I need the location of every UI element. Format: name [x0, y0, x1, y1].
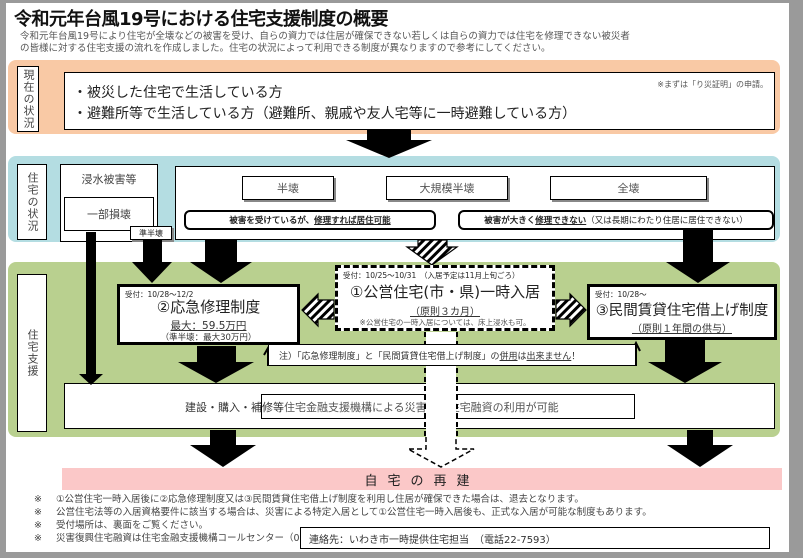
warning-text-d: 出来ません — [526, 351, 572, 362]
repairable-text-b: 修理すれば居住可能 — [314, 216, 391, 226]
category-total-damage: 全壊 — [550, 176, 707, 200]
footnote: ※ 災害復興住宅融資は住宅金融支援機構コールセンター（0120-086-353）へ… — [34, 532, 652, 545]
warning-text-c: は — [517, 351, 527, 362]
loan-info-box: 住宅金融支援機構による災害復興住宅融資の利用が可能 — [261, 394, 635, 419]
situation-line-2: ・避難所等で生活している方（避難所、親戚や友人宅等に一時避難している方） — [73, 106, 577, 122]
intro-text: 令和元年台風19号により住宅が全壊などの被害を受け、自らの資力では住居が確保でき… — [20, 31, 780, 55]
footnote: ※ 公営住宅法等の入居資格要件に該当する場合は、災害による特定入居として①公営住宅… — [34, 506, 652, 519]
footnote-mark: ※ — [34, 494, 42, 505]
home-rebuild-banner: 自宅の再建 — [62, 468, 782, 490]
unrepairable-condition: 被害が大きく修理できない（又は長期にわたり住居に居住できない） — [458, 210, 774, 230]
repair-system-name: ②応急修理制度 — [156, 298, 261, 316]
footnote-text: 災害復興住宅融資は住宅金融支援機構コールセンター（0120-086-353）へ。 — [56, 533, 390, 544]
rental-period: （原則１年間の供与） — [590, 320, 774, 335]
rental-reception-dates: 受付：10/28～ — [595, 290, 647, 299]
page-title: 令和元年台風19号における住宅支援制度の概要 — [14, 9, 389, 30]
footnote: ※ ①公営住宅一時入居後に②応急修理制度又は③民間賃貸住宅借上げ制度を利用し住居が… — [34, 493, 652, 506]
build-purchase-label: 建設・購入・補修等 — [185, 401, 284, 414]
warning-text-a: 注）「応急修理制度」と「民間賃貸住宅借上げ制度」の — [279, 351, 500, 362]
public-housing-period: （原則３カ月） — [410, 307, 480, 318]
repair-semi-amount: （準半壊：最大30万円） — [160, 333, 257, 343]
unrepairable-text-c: （又は長期にわたり住居に居住できない） — [586, 216, 748, 226]
rental-period-text: （原則１年間の供与） — [632, 324, 732, 335]
situation-line-1: ・被災した住宅で生活している方 — [73, 85, 283, 101]
build-purchase-box: 建設・購入・補修等 住宅金融支援機構による災害復興住宅融資の利用が可能 — [64, 383, 775, 429]
semi-half-damage-tag: 準半壊 — [130, 226, 172, 240]
repairable-text-a: 被害を受けているが、 — [229, 216, 315, 226]
current-situation-box: ・被災した住宅で生活している方 ・避難所等で生活している方（避難所、親戚や友人宅… — [64, 72, 775, 130]
public-housing-reception-dates: 受付：10/25～10/31 （入居予定は11月上旬ごろ） — [343, 271, 520, 280]
rental-system-name: ③民間賃貸住宅借上げ制度 — [595, 303, 769, 319]
public-housing-system-box: 受付：10/25～10/31 （入居予定は11月上旬ごろ） ①公営住宅(市・県)… — [335, 265, 555, 331]
risai-note: ※まずは「り災証明」の申請。 — [657, 80, 768, 89]
repair-reception-dates: 受付：10/28～12/2 — [125, 290, 194, 299]
housing-support-label: 住宅支援 — [17, 274, 47, 432]
contact-box: 連絡先：いわき市一時提供住宅担当 （電話22-7593） — [300, 527, 770, 549]
footnote: ※ 受付場所は、裏面をご覧ください。 — [34, 519, 652, 532]
public-housing-note: ※公営住宅の一時入居については、床上浸水も可。 — [359, 318, 531, 327]
footnote-text: 受付場所は、裏面をご覧ください。 — [56, 520, 209, 531]
partial-damage-box: 一部損壊 — [64, 197, 154, 231]
footnote-mark: ※ — [34, 520, 42, 531]
footnote-mark: ※ — [34, 533, 42, 544]
house-situation-label: 住宅の状況 — [17, 164, 47, 240]
flood-damage-title: 浸水被害等 — [81, 173, 137, 186]
warning-text-b: 併用 — [499, 351, 518, 362]
public-housing-name: ①公営住宅(市・県)一時入居 — [349, 283, 541, 301]
damage-category-area: 半壊 大規模半壊 全壊 被害を受けているが、修理すれば居住可能 被害が大きく修理… — [175, 166, 775, 240]
footnote-mark: ※ — [34, 507, 42, 518]
intro-line-1: 令和元年台風19号により住宅が全壊などの被害を受け、自らの資力では住居が確保でき… — [20, 31, 630, 42]
current-situation-label: 現在の状況 — [17, 66, 39, 132]
unrepairable-text-b: 修理できない — [535, 216, 587, 226]
private-rental-system-box: 受付：10/28～ ③民間賃貸住宅借上げ制度 （原則１年間の供与） — [587, 284, 777, 340]
warning-text-e: ！ — [571, 351, 581, 362]
footnote-text: 公営住宅法等の入居資格要件に該当する場合は、災害による特定入居として①公営住宅一… — [56, 507, 652, 518]
footnote-text: ①公営住宅一時入居後に②応急修理制度又は③民間賃貸住宅借上げ制度を利用し住居が確… — [56, 494, 584, 505]
combination-warning: 注）「応急修理制度」と「民間賃貸住宅借上げ制度」の併用は出来ません！ — [268, 344, 636, 366]
category-large-half-damage: 大規模半壊 — [386, 176, 508, 200]
repair-max-amount: 最大：59.5万円 — [170, 320, 247, 332]
category-half-damage: 半壊 — [242, 176, 334, 200]
footnotes: ※ ①公営住宅一時入居後に②応急修理制度又は③民間賃貸住宅借上げ制度を利用し住居が… — [34, 493, 652, 545]
repairable-condition: 被害を受けているが、修理すれば居住可能 — [184, 210, 436, 230]
unrepairable-text-a: 被害が大きく — [484, 216, 536, 226]
emergency-repair-system-box: 受付：10/28～12/2 ②応急修理制度 最大：59.5万円 （準半壊：最大3… — [117, 284, 300, 345]
intro-line-2: の皆様に対する住宅支援の流れを作成しました。住宅の状況によって利用できる制度が異… — [20, 43, 551, 54]
